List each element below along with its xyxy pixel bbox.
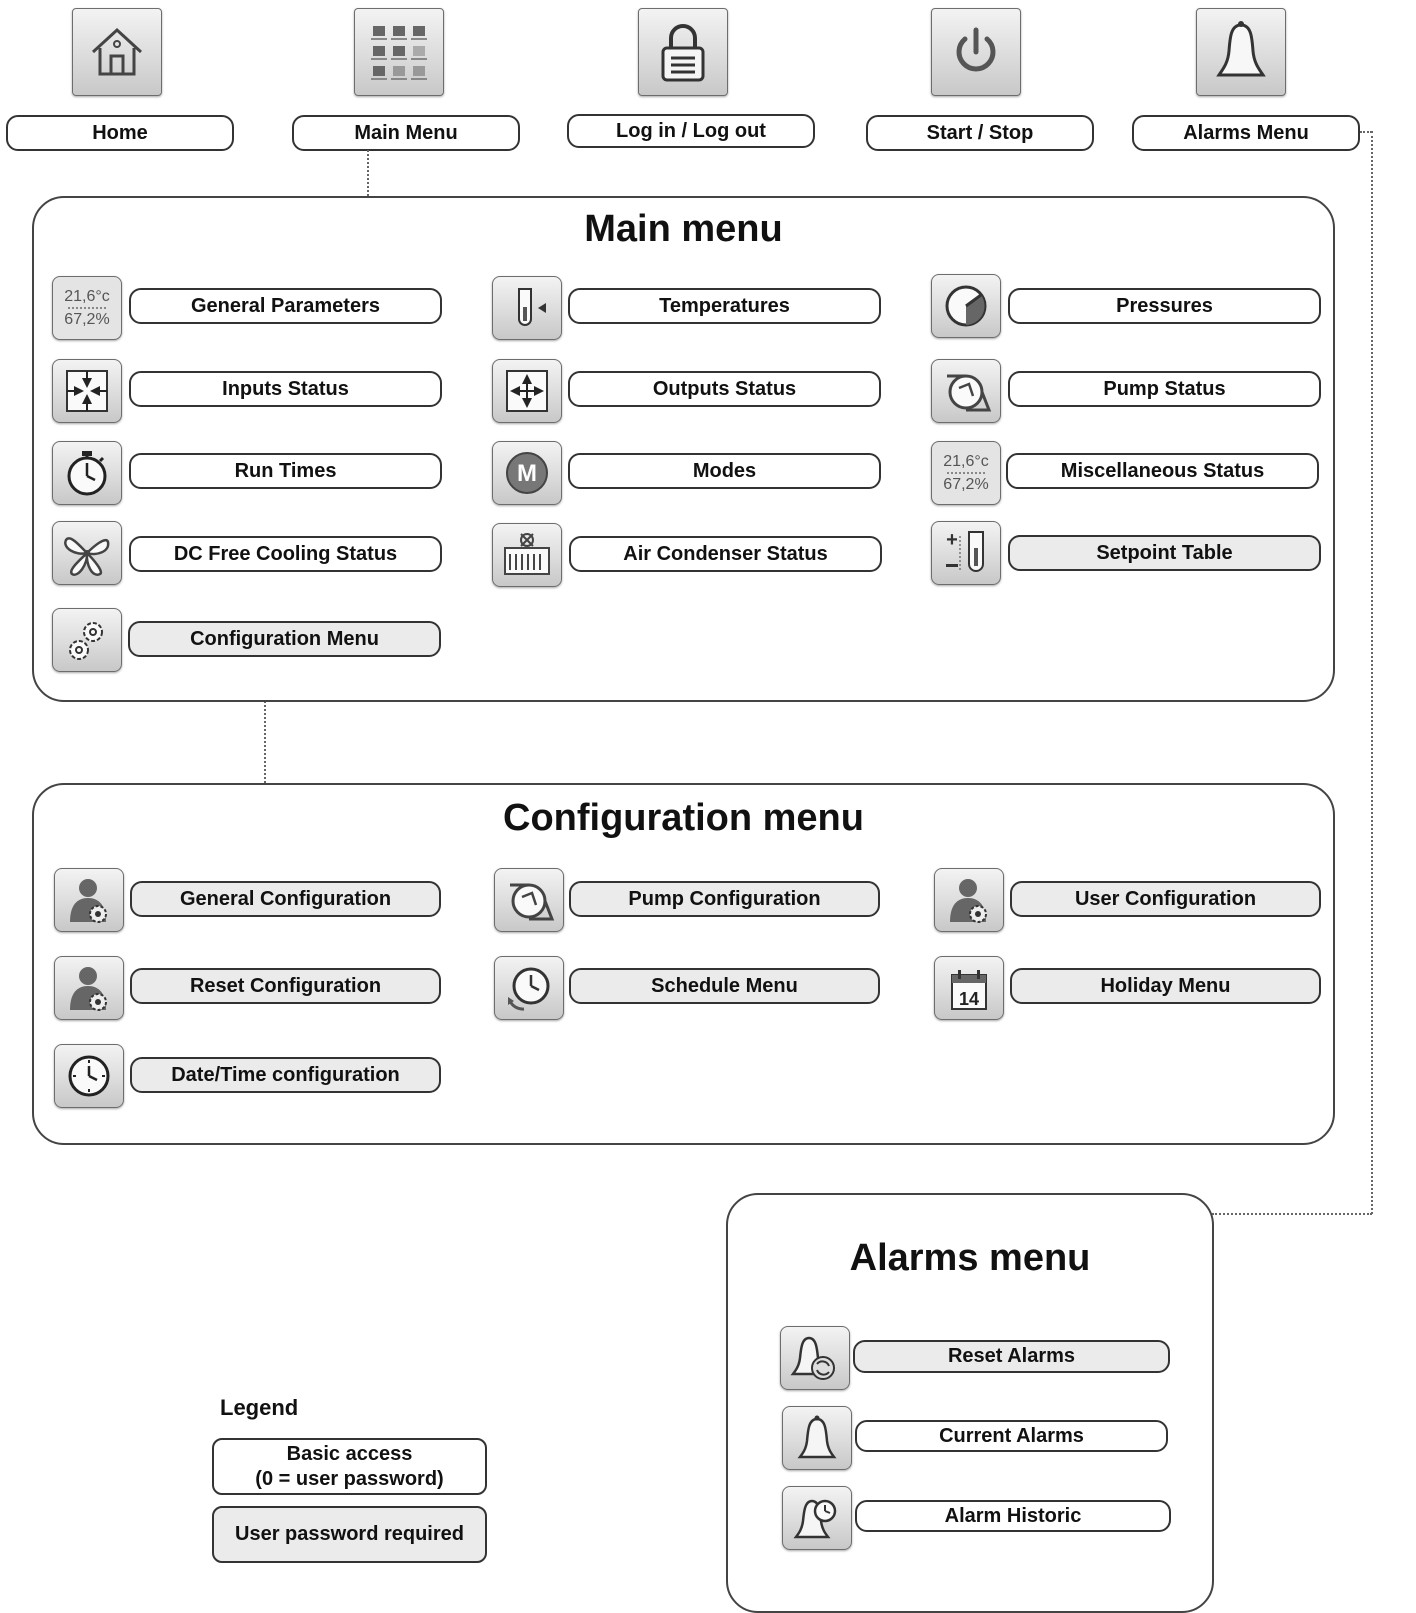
gears-icon[interactable] xyxy=(52,608,122,672)
date-time-configuration-button[interactable]: Date/Time configuration xyxy=(130,1057,441,1093)
nav-start-stop-button[interactable]: Start / Stop xyxy=(866,115,1094,151)
svg-text:+: + xyxy=(946,529,958,551)
calendar-day-text: 14 xyxy=(959,989,979,1009)
legend-basic-access: Basic access (0 = user password) xyxy=(212,1438,487,1495)
misc-readout-icon[interactable]: 21,6°c 67,2% xyxy=(931,441,1001,505)
home-icon[interactable] xyxy=(72,8,162,96)
miscellaneous-status-button[interactable]: Miscellaneous Status xyxy=(1006,453,1319,489)
setpoint-table-button[interactable]: Setpoint Table xyxy=(1008,535,1321,571)
stopwatch-icon[interactable] xyxy=(52,441,122,505)
legend-basic-line1: Basic access xyxy=(286,1442,413,1465)
main-menu-title: Main menu xyxy=(584,208,783,250)
menu-grid-icon[interactable] xyxy=(354,8,444,96)
pump-status-button[interactable]: Pump Status xyxy=(1008,371,1321,407)
parameters-readout-icon[interactable]: 21,6°c 67,2% xyxy=(52,276,122,340)
user-configuration-button[interactable]: User Configuration xyxy=(1010,881,1321,917)
outputs-arrows-icon[interactable] xyxy=(492,359,562,423)
general-parameters-button[interactable]: General Parameters xyxy=(129,288,442,324)
schedule-menu-button[interactable]: Schedule Menu xyxy=(569,968,880,1004)
calendar-icon[interactable]: 14 xyxy=(934,956,1004,1020)
bell-icon[interactable] xyxy=(1196,8,1286,96)
dc-free-cooling-status-button[interactable]: DC Free Cooling Status xyxy=(129,536,442,572)
legend-user-password: User password required xyxy=(212,1506,487,1563)
holiday-menu-button[interactable]: Holiday Menu xyxy=(1010,968,1321,1004)
legend-basic-line2: (0 = user password) xyxy=(255,1467,444,1490)
readout-top-text: 21,6°c xyxy=(943,453,989,470)
connector-alarms-bottom xyxy=(1212,1213,1372,1215)
reset-alarms-button[interactable]: Reset Alarms xyxy=(853,1340,1170,1373)
alarms-menu-title: Alarms menu xyxy=(849,1237,1091,1279)
legend-user-text: User password required xyxy=(235,1523,464,1545)
run-times-button[interactable]: Run Times xyxy=(129,453,442,489)
main-menu-panel: Main menu xyxy=(32,196,1335,702)
fan-icon[interactable] xyxy=(52,521,122,585)
readout-top-text: 21,6°c xyxy=(64,288,110,305)
svg-text:M: M xyxy=(517,460,537,487)
modes-button[interactable]: Modes xyxy=(568,453,881,489)
readout-bottom-text: 67,2% xyxy=(64,311,110,328)
configuration-menu-title: Configuration menu xyxy=(503,797,864,839)
connector-config-menu xyxy=(264,657,266,783)
inputs-status-button[interactable]: Inputs Status xyxy=(129,371,442,407)
alarm-history-icon[interactable] xyxy=(782,1486,852,1550)
user-gear-icon[interactable] xyxy=(54,868,124,932)
connector-main-menu xyxy=(367,150,369,196)
connector-alarms-top xyxy=(1360,131,1372,133)
reset-configuration-button[interactable]: Reset Configuration xyxy=(130,968,441,1004)
user-gear-icon[interactable] xyxy=(934,868,1004,932)
general-configuration-button[interactable]: General Configuration xyxy=(130,881,441,917)
nav-login-button[interactable]: Log in / Log out xyxy=(567,114,815,148)
thermometer-icon[interactable] xyxy=(492,276,562,340)
bell-icon[interactable] xyxy=(782,1406,852,1470)
connector-alarms-right xyxy=(1371,131,1373,1214)
legend-title: Legend xyxy=(220,1395,299,1420)
temperatures-button[interactable]: Temperatures xyxy=(568,288,881,324)
pressures-button[interactable]: Pressures xyxy=(1008,288,1321,324)
schedule-clock-icon[interactable] xyxy=(494,956,564,1020)
current-alarms-button[interactable]: Current Alarms xyxy=(855,1420,1168,1452)
power-icon[interactable] xyxy=(931,8,1021,96)
pump-configuration-button[interactable]: Pump Configuration xyxy=(569,881,880,917)
modes-m-icon[interactable]: M xyxy=(492,441,562,505)
nav-home-button[interactable]: Home xyxy=(6,115,234,151)
readout-bottom-text: 67,2% xyxy=(943,476,989,493)
lock-icon[interactable] xyxy=(638,8,728,96)
alarm-historic-button[interactable]: Alarm Historic xyxy=(855,1500,1171,1532)
setpoint-thermometer-icon[interactable]: + xyxy=(931,521,1001,585)
configuration-menu-button[interactable]: Configuration Menu xyxy=(128,621,441,657)
user-gear-icon[interactable] xyxy=(54,956,124,1020)
clock-icon[interactable] xyxy=(54,1044,124,1108)
nav-main-menu-button[interactable]: Main Menu xyxy=(292,115,520,151)
air-condenser-icon[interactable] xyxy=(492,523,562,587)
alarms-menu-panel: Alarms menu xyxy=(726,1193,1214,1613)
outputs-status-button[interactable]: Outputs Status xyxy=(568,371,881,407)
pressure-gauge-icon[interactable] xyxy=(931,274,1001,338)
inputs-arrows-icon[interactable] xyxy=(52,359,122,423)
pump-icon[interactable] xyxy=(931,359,1001,423)
nav-alarms-menu-button[interactable]: Alarms Menu xyxy=(1132,115,1360,151)
pump-icon[interactable] xyxy=(494,868,564,932)
air-condenser-status-button[interactable]: Air Condenser Status xyxy=(569,536,882,572)
reset-alarm-bell-icon[interactable] xyxy=(780,1326,850,1390)
